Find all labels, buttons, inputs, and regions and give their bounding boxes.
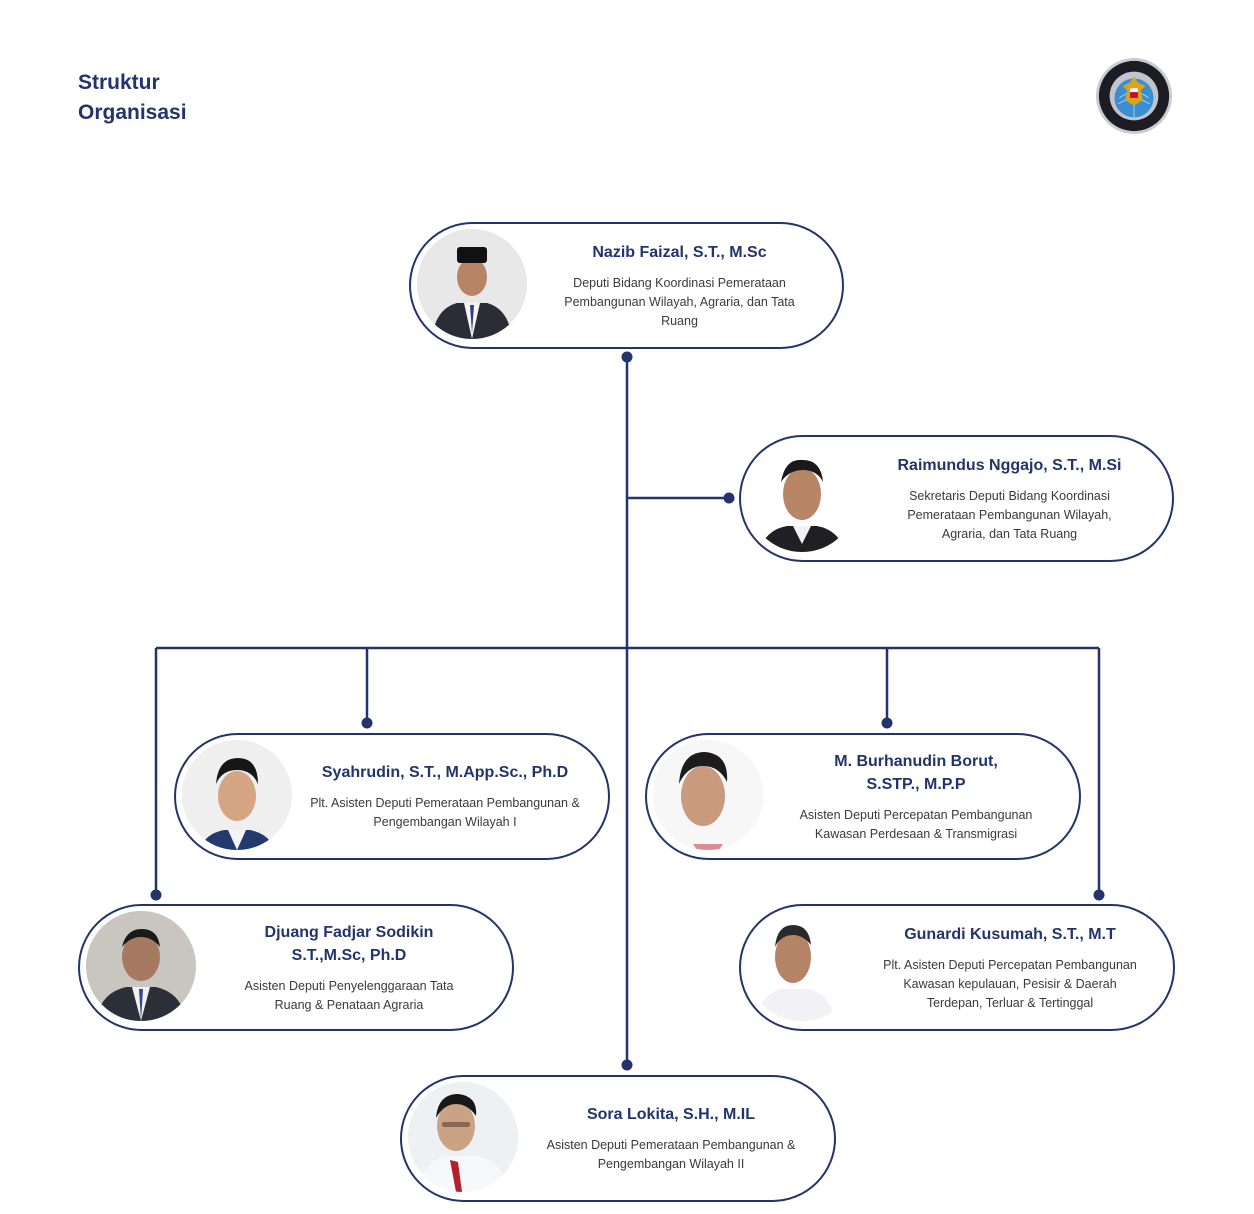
avatar [408,1082,518,1192]
person-name: Gunardi Kusumah, S.T., M.T [904,925,1116,943]
person-role: Asisten Deputi Percepatan Pembangunan Ka… [799,807,1033,841]
person-role: Sekretaris Deputi Bidang Koordinasi Peme… [907,488,1112,541]
person-name: M. Burhanudin Borut, S.STP., M.P.P [834,750,998,796]
person-card-deputi[interactable]: Nazib Faizal, S.T., M.Sc Deputi Bidang K… [409,222,844,349]
title-line-1: Struktur [78,71,160,94]
connector-dot-perdesaan [881,717,893,729]
person-card-asdep-wilayah-2[interactable]: Sora Lokita, S.H., M.IL Asisten Deputi P… [400,1075,836,1202]
person-card-asdep-kepulauan[interactable]: Gunardi Kusumah, S.T., M.T Plt. Asisten … [739,904,1175,1031]
person-role: Plt. Asisten Deputi Percepatan Pembangun… [883,957,1137,1010]
avatar [86,911,196,1021]
connector-dot-deputi [621,351,633,363]
avatar [182,740,292,850]
ministry-emblem-icon [1095,57,1173,135]
person-card-sekretaris[interactable]: Raimundus Nggajo, S.T., M.Si Sekretaris … [739,435,1174,562]
person-card-asdep-tataruang[interactable]: Djuang Fadjar Sodikin S.T.,M.Sc, Ph.D As… [78,904,514,1031]
person-name-line-2: S.STP., M.P.P [866,775,966,793]
avatar [417,229,527,339]
avatar [747,911,857,1021]
person-name-line-1: M. Burhanudin Borut, [834,752,998,770]
connector-dot-wilayah2 [621,1059,633,1071]
person-name: Syahrudin, S.T., M.App.Sc., Ph.D [321,764,569,781]
person-role: Deputi Bidang Koordinasi Pemerataan Pemb… [564,275,795,328]
person-card-asdep-perdesaan[interactable]: M. Burhanudin Borut, S.STP., M.P.P Asist… [645,733,1081,860]
connector-dot-tataruang [150,889,162,901]
person-name: Djuang Fadjar Sodikin S.T.,M.Sc, Ph.D [265,921,434,967]
title-line-2: Organisasi [78,101,187,124]
person-name: Sora Lokita, S.H., M.IL [586,1106,756,1123]
person-name-line-1: Djuang Fadjar Sodikin [264,923,434,941]
person-name: Nazib Faizal, S.T., M.Sc [592,243,767,261]
avatar [747,442,857,552]
person-role: Asisten Deputi Pemerataan Pembangunan & … [546,1138,796,1171]
connector-dot-wilayah1 [361,717,373,729]
avatar [653,740,763,850]
connector-dot-sekretaris [723,492,735,504]
connector-dot-kepulauan [1093,889,1105,901]
person-card-asdep-wilayah-1[interactable]: Syahrudin, S.T., M.App.Sc., Ph.D Plt. As… [174,733,610,860]
person-role: Asisten Deputi Penyelenggaraan Tata Ruan… [244,978,454,1012]
person-role: Plt. Asisten Deputi Pemerataan Pembangun… [310,796,580,829]
person-name-line-2: S.T.,M.Sc, Ph.D [291,946,407,964]
person-name: Raimundus Nggajo, S.T., M.Si [897,456,1122,474]
page-title: Struktur Organisasi [78,68,187,128]
